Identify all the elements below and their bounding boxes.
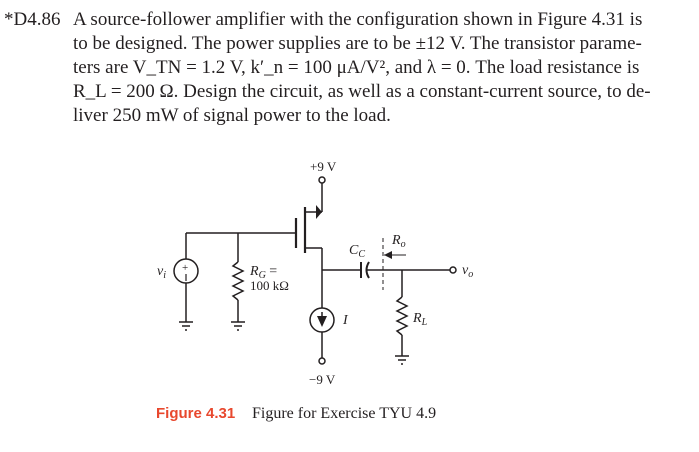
vo-label: vo (462, 263, 473, 280)
rg-value: 100 kΩ (250, 278, 289, 293)
problem-number: *D4.86 (4, 9, 61, 30)
current-source-label: I (342, 313, 349, 328)
rl-label: RL (412, 311, 428, 328)
problem-line-3: ters are V_TN = 1.2 V, k′_n = 100 μA/V²,… (73, 57, 640, 78)
cc-plate-right (365, 261, 370, 279)
vss-terminal (318, 357, 326, 365)
problem-line-1: A source-follower amplifier with the con… (73, 9, 643, 30)
vss-label: −9 V (309, 372, 336, 387)
figure-caption: Figure for Exercise TYU 4.9 (252, 405, 436, 422)
vdd-terminal (318, 176, 326, 184)
vo-terminal (449, 266, 457, 274)
cc-label: CC (349, 243, 365, 260)
figure-number: Figure 4.31 (156, 405, 235, 422)
rg-resistor (231, 261, 245, 301)
rg-label: RG = (249, 264, 277, 281)
problem-line-2: to be designed. The power supplies are t… (73, 33, 642, 54)
problem-line-5: liver 250 mW of signal power to the load… (73, 105, 391, 126)
rl-resistor (395, 296, 409, 336)
vi-label: vi (157, 264, 166, 281)
ro-label: Ro (391, 233, 406, 250)
vdd-label: +9 V (310, 159, 337, 174)
svg-text:+: + (182, 262, 188, 274)
problem-line-4: R_L = 200 Ω. Design the circuit, as well… (73, 81, 651, 102)
